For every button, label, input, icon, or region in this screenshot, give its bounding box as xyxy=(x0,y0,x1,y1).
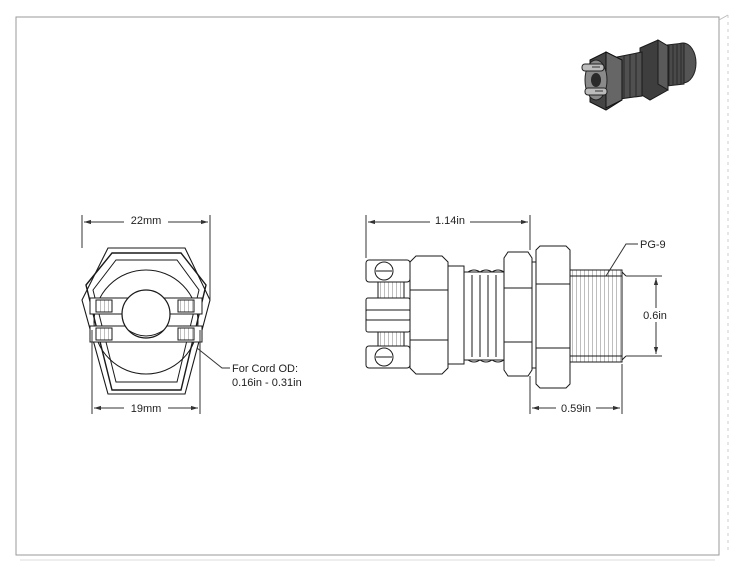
dim-22mm-label: 22mm xyxy=(131,215,162,227)
dim-thread-diameter-label: 0.6in xyxy=(643,310,667,322)
dim-19mm-label: 19mm xyxy=(131,403,162,415)
dim-length-label: 1.14in xyxy=(435,215,465,227)
front-dimensions xyxy=(81,213,230,415)
cord-od-label-line2: 0.16in - 0.31in xyxy=(232,377,302,389)
dim-thread-length-label: 0.59in xyxy=(561,403,591,415)
cord-od-label-line1: For Cord OD: xyxy=(232,363,298,375)
side-dimensions xyxy=(365,213,670,415)
front-view xyxy=(81,247,211,395)
thread-label: PG-9 xyxy=(640,239,666,251)
isometric-thumbnail xyxy=(581,39,697,111)
side-view xyxy=(365,245,627,389)
sheet-border xyxy=(15,14,729,561)
